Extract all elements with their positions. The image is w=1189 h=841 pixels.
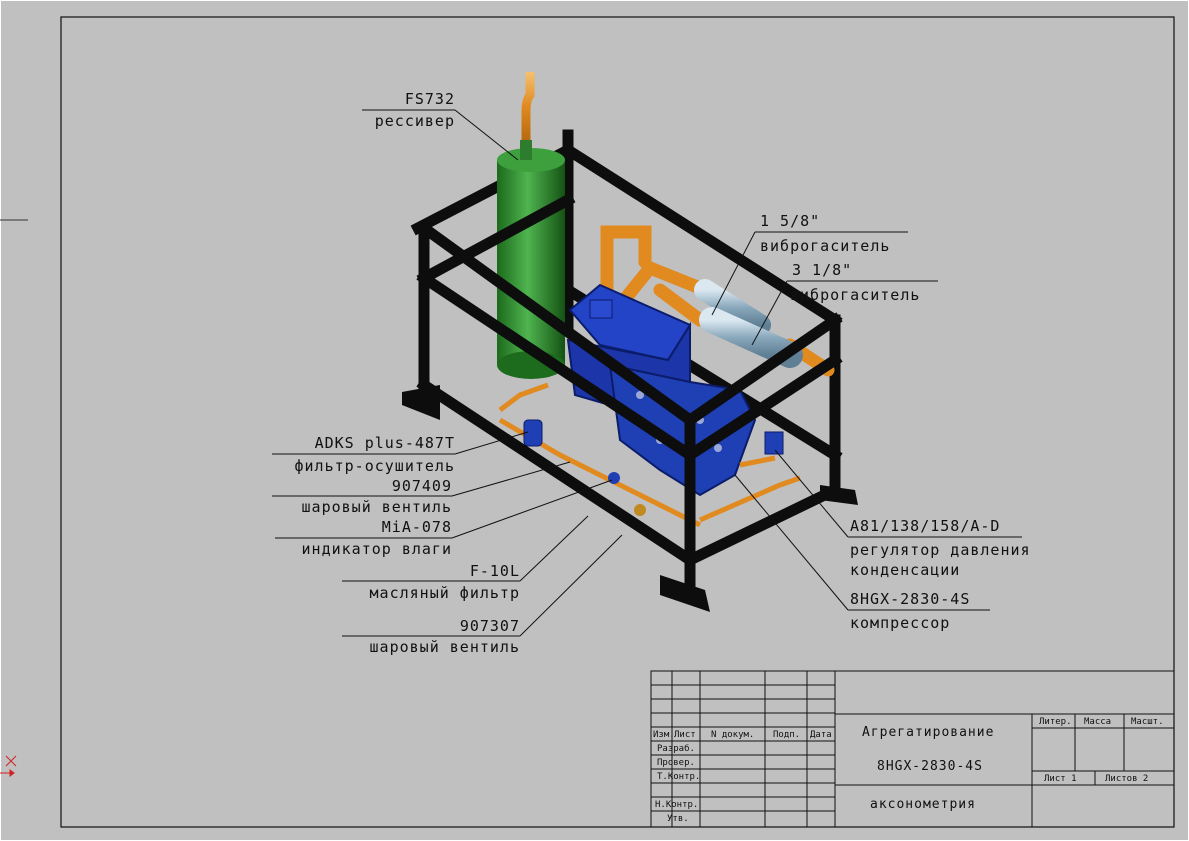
callout-valve2-name: шаровый вентиль bbox=[369, 638, 520, 656]
tb-col-list: Лист bbox=[674, 730, 696, 740]
callout-regulator-name1: регулятор давления bbox=[850, 541, 1031, 559]
callout-vib1-name: виброгаситель bbox=[760, 237, 891, 255]
callout-moisture-name: индикатор влаги bbox=[301, 540, 452, 558]
vibration-damper-large bbox=[699, 307, 803, 368]
tb-title-line1: Агрегатирование bbox=[862, 725, 995, 740]
callout-compressor-code: 8HGX-2830-4S bbox=[850, 590, 971, 608]
callout-vib2-name: виброгаситель bbox=[790, 286, 921, 304]
callout-vib2-size: 3 1/8" bbox=[792, 261, 853, 279]
callout-compressor-name: компрессор bbox=[850, 614, 951, 632]
tb-sheet: Лист 1 bbox=[1044, 774, 1077, 784]
callout-valve1-name: шаровый вентиль bbox=[301, 498, 452, 516]
tb-row-razrab: Разраб. bbox=[657, 744, 695, 754]
tb-col-podp: Подп. bbox=[773, 730, 801, 740]
leader-lines bbox=[272, 109, 1022, 637]
tb-row-tkontr: Т.Контр. bbox=[657, 772, 701, 782]
moisture-indicator bbox=[608, 472, 620, 484]
tb-title-line2: 8HGX-2830-4S bbox=[877, 759, 983, 774]
frame-front bbox=[416, 192, 843, 596]
callout-receiver-name: рессивер bbox=[374, 112, 455, 130]
tb-massa: Масса bbox=[1084, 717, 1112, 727]
callout-moisture-code: MiA-078 bbox=[381, 518, 452, 536]
tb-row-utv: Утв. bbox=[667, 814, 689, 824]
callout-filter-code: ADKS plus-487T bbox=[314, 434, 455, 452]
filter-drier bbox=[523, 419, 543, 447]
tb-masht: Масшт. bbox=[1131, 717, 1164, 727]
callout-filter-name: фильтр-осушитель bbox=[294, 457, 455, 475]
refrigeration-unit-illustration bbox=[402, 72, 858, 612]
callout-regulator-name2: конденсации bbox=[850, 561, 961, 579]
tb-lit: Литер. bbox=[1039, 717, 1072, 727]
callout-valve2-code: 907307 bbox=[459, 617, 520, 635]
callout-oilfilter-code: F-10L bbox=[469, 562, 520, 580]
drawing-frame bbox=[60, 16, 1175, 828]
tb-row-prov: Провер. bbox=[657, 758, 695, 768]
pressure-regulator bbox=[764, 431, 784, 455]
tb-row-nkontr: Н.Контр. bbox=[655, 800, 699, 810]
callout-oilfilter-name: масляный фильтр bbox=[369, 584, 520, 602]
tb-view-name: аксонометрия bbox=[870, 797, 976, 812]
callout-receiver-code: FS732 bbox=[404, 90, 455, 108]
title-block-grid bbox=[650, 670, 1175, 828]
callout-vib1-size: 1 5/8" bbox=[760, 212, 821, 230]
ucs-marker-icon bbox=[0, 755, 17, 777]
tb-col-ndoc: N докум. bbox=[711, 730, 755, 740]
callout-valve1-code: 907409 bbox=[391, 477, 452, 495]
tb-col-data: Дата bbox=[810, 730, 832, 740]
vibration-damper-small bbox=[694, 279, 771, 336]
callout-regulator-code: A81/138/158/A-D bbox=[850, 517, 1001, 535]
frame-feet bbox=[402, 385, 858, 612]
tb-col-izm: Изм. bbox=[653, 730, 675, 740]
tb-sheets: Листов 2 bbox=[1105, 774, 1149, 784]
oil-filter bbox=[634, 504, 646, 516]
